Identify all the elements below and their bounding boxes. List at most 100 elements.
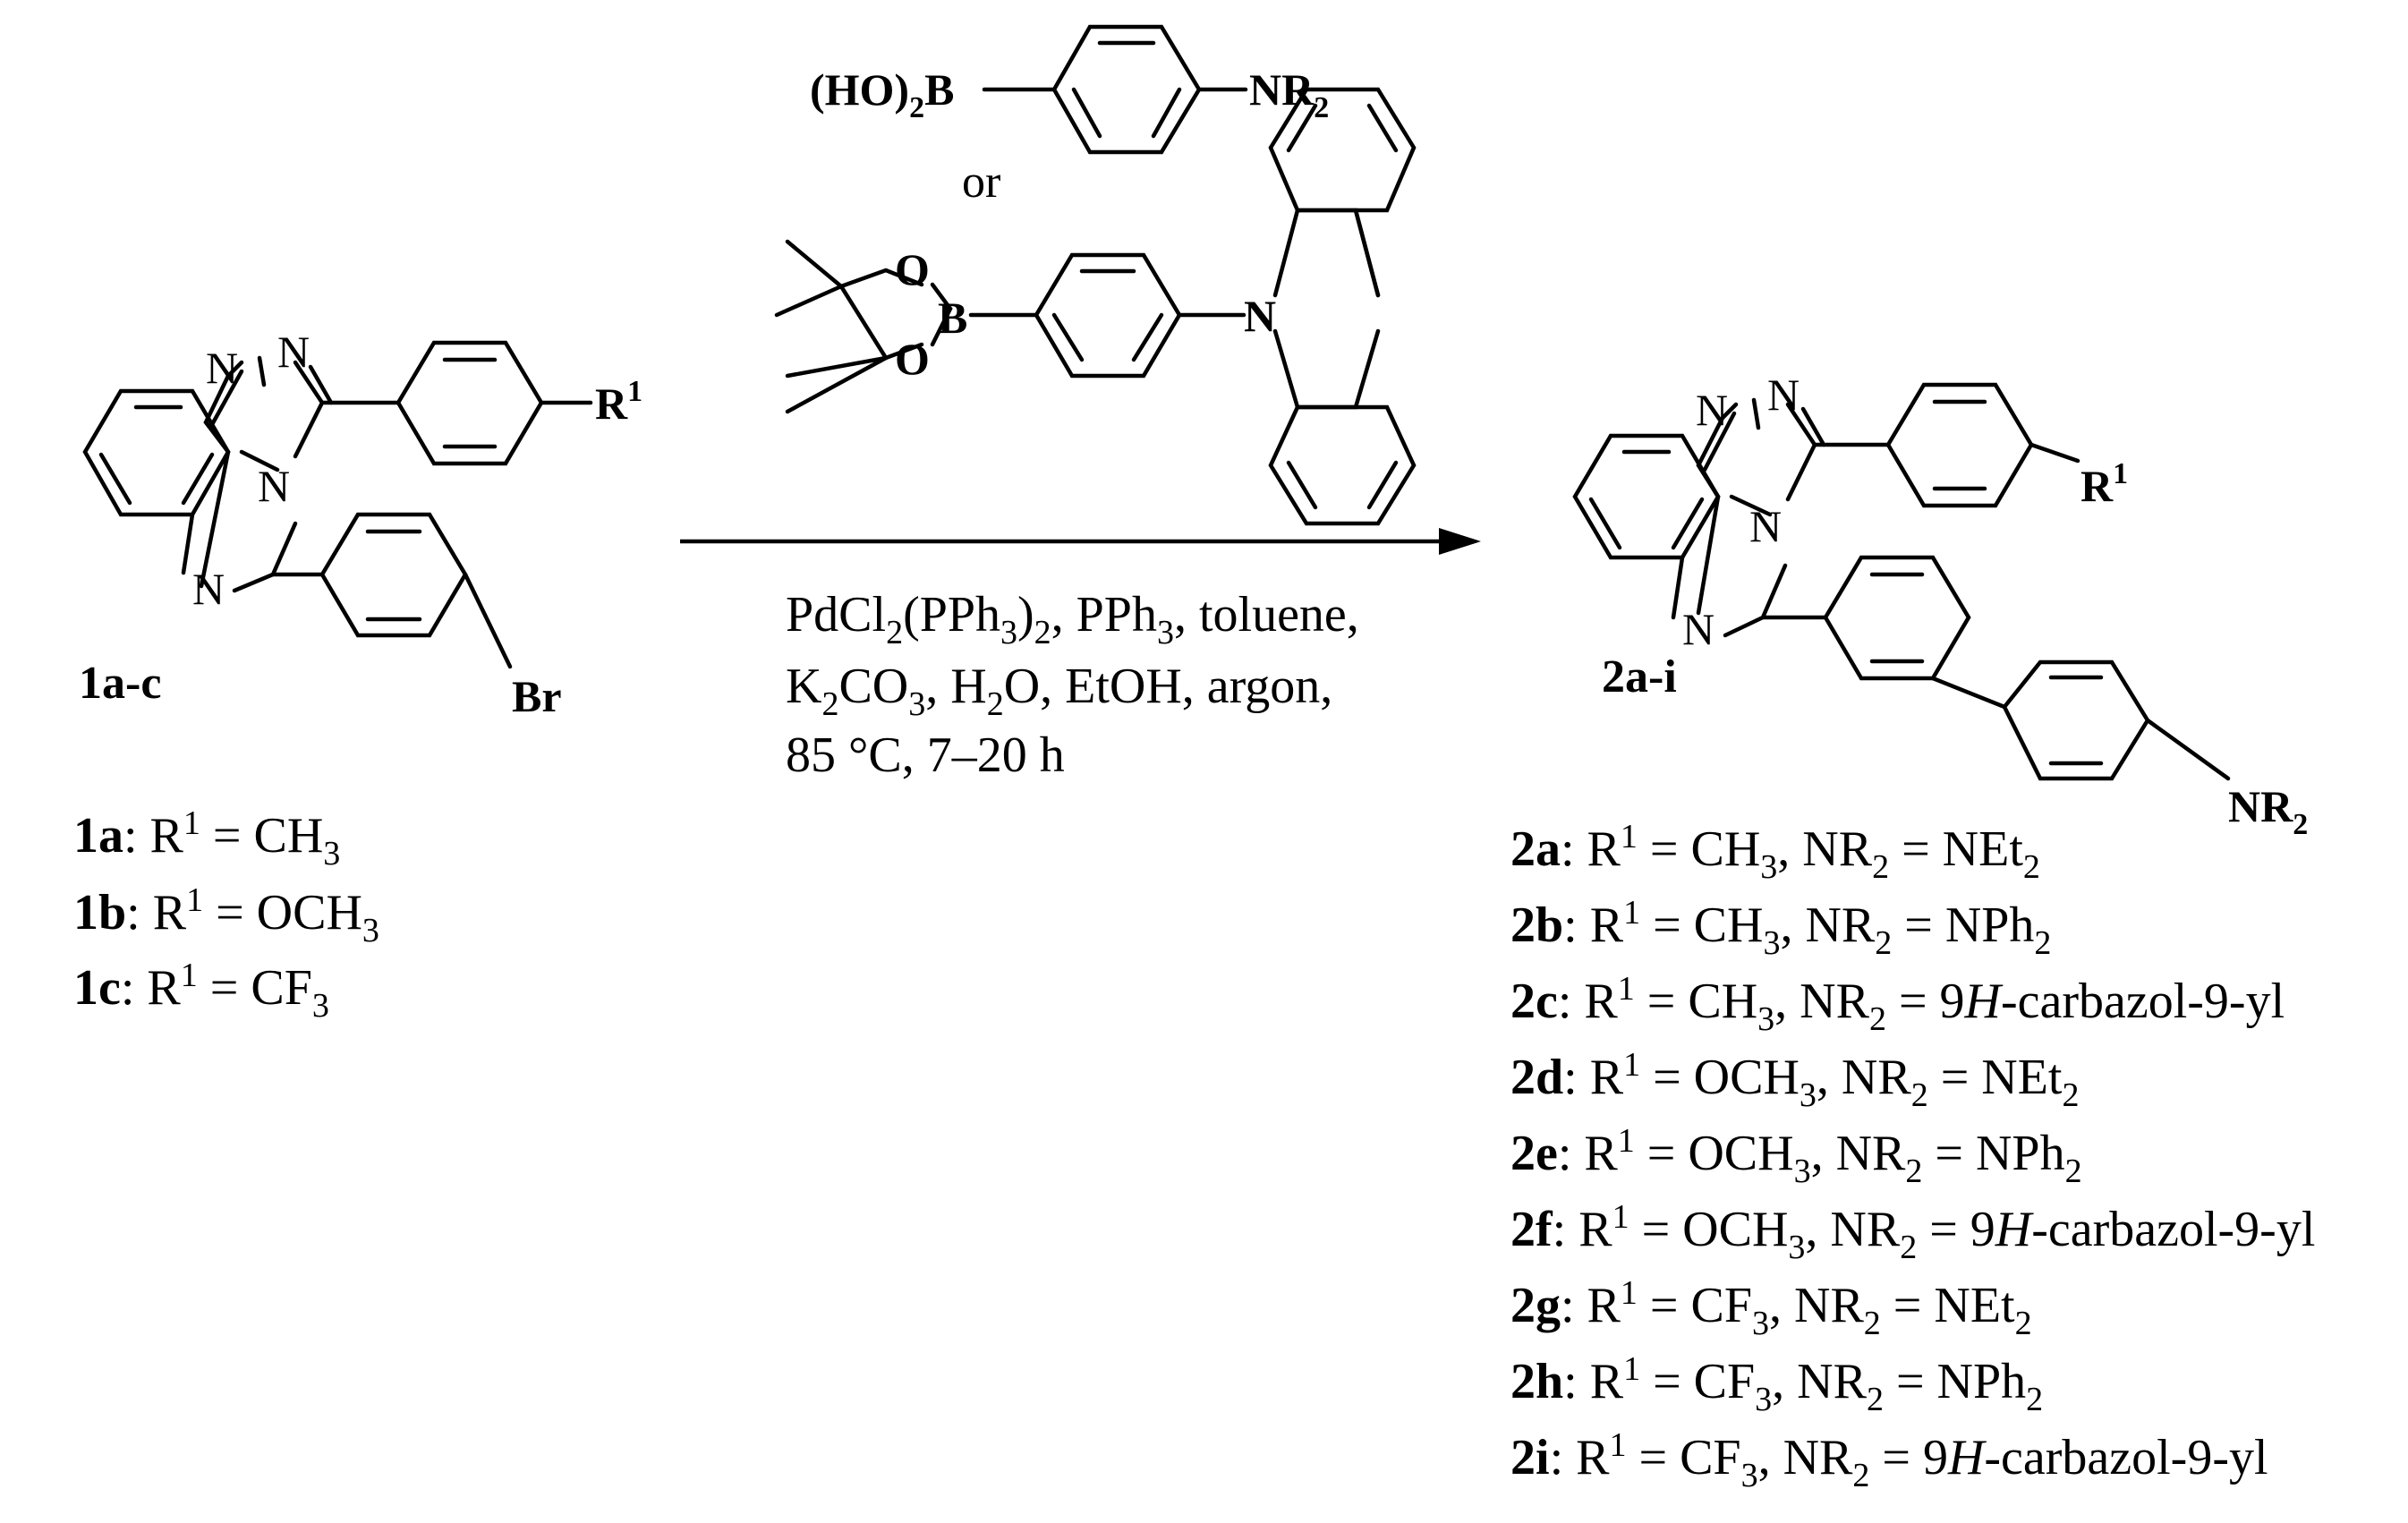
text-run: , NR <box>1774 974 1869 1029</box>
text-run: H <box>1964 974 2004 1029</box>
subscript: 2 <box>1875 924 1892 962</box>
text-run: PdCl <box>786 587 886 642</box>
subscript: 3 <box>1760 848 1777 886</box>
text-run: (PPh <box>903 587 1000 642</box>
text-run: -carbazol-9-yl <box>1984 1430 2268 1485</box>
text-run: : R <box>1563 1050 1624 1105</box>
superscript: 1 <box>1621 818 1638 855</box>
condition-line-1: PdCl2(PPh3)2, PPh3, toluene, <box>786 587 1359 651</box>
condition-line-2: K2CO3, H2O, EtOH, argon, <box>786 659 1332 723</box>
text-run: = CF <box>1638 1278 1752 1333</box>
compound-id: 2d <box>1510 1050 1563 1105</box>
subscript: 3 <box>362 912 379 949</box>
reaction-conditions: PdCl2(PPh3)2, PPh3, toluene, K2CO3, H2O,… <box>786 587 1359 783</box>
text-run: , NR <box>1817 1050 1911 1105</box>
text-run: = NEt <box>1881 1278 2015 1333</box>
subscript: 3 <box>312 987 329 1025</box>
text-run: , NR <box>1777 821 1872 877</box>
text-run: , NR <box>1811 1126 1906 1181</box>
product-entry-2i: 2i: R1 = CF3, NR2 = 9H-carbazol-9-yl <box>1510 1426 2268 1494</box>
text-run: : R <box>1553 1202 1613 1257</box>
subscript: 3 <box>1763 924 1780 962</box>
text-run: , toluene, <box>1174 587 1359 642</box>
subscript: 3 <box>1788 1229 1805 1266</box>
text-run: = NPh <box>1922 1126 2064 1181</box>
reactant-compound-label: 1a-c <box>79 658 161 709</box>
text-run: -carbazol-9-yl <box>2001 974 2285 1029</box>
superscript: 1 <box>183 804 200 842</box>
reactant-r1-label: R1 <box>595 375 642 429</box>
product-structure: N N N N R1 NR2 2a-i <box>1572 370 2308 841</box>
text-run: = CH <box>1640 898 1763 953</box>
superscript: 1 <box>1623 894 1640 932</box>
compound-id: 1a <box>73 808 123 864</box>
subscript: 2 <box>1867 1381 1884 1418</box>
subscript: 2 <box>2034 924 2051 962</box>
boronic-acid-ho-label: (HO)2B <box>810 64 954 124</box>
compound-id: 1c <box>73 960 121 1016</box>
text-run: = CF <box>198 960 312 1016</box>
superscript: 1 <box>1621 1274 1638 1312</box>
text-run: , NR <box>1772 1354 1867 1409</box>
product-compound-label: 2a-i <box>1602 651 1677 702</box>
pinacol-b-label: B <box>938 293 967 343</box>
text-run: = CH <box>200 808 323 864</box>
product-entry-2b: 2b: R1 = CH3, NR2 = NPh2 <box>1510 894 2051 962</box>
product-entry-2c: 2c: R1 = CH3, NR2 = 9H-carbazol-9-yl <box>1510 970 2285 1038</box>
compound-id: 1b <box>73 885 126 940</box>
text-run: = OCH <box>1629 1202 1789 1257</box>
text-run: : R <box>1558 1126 1619 1181</box>
text-run: H <box>1947 1430 1987 1485</box>
text-run: = NPh <box>1884 1354 2026 1409</box>
subscript: 2 <box>2023 848 2040 886</box>
product-entry-2d: 2d: R1 = OCH3, NR2 = NEt2 <box>1510 1046 2080 1114</box>
product-entry-2f: 2f: R1 = OCH3, NR2 = 9H-carbazol-9-yl <box>1510 1198 2315 1266</box>
subscript: 2 <box>821 685 838 723</box>
product-bonds <box>1572 382 2231 781</box>
superscript: 1 <box>1612 1198 1629 1236</box>
text-run: : R <box>1558 974 1619 1029</box>
subscript: 3 <box>1794 1153 1811 1190</box>
reactant-entry-1b: 1b: R1 = OCH3 <box>73 881 379 949</box>
pinacol-o1-label: O <box>895 244 930 294</box>
text-run: : R <box>126 885 187 940</box>
text-run: 85 °C, 7–20 h <box>786 727 1065 783</box>
subscript: 3 <box>1741 1457 1758 1494</box>
reactant-n-ring: N <box>192 564 225 614</box>
subscript: 2 <box>2015 1305 2032 1342</box>
text-run: = CF <box>1640 1354 1755 1409</box>
text-run: , PPh <box>1051 587 1157 642</box>
text-run: H <box>1995 1202 2034 1257</box>
text-run: = OCH <box>1640 1050 1800 1105</box>
subscript: 2 <box>987 685 1004 723</box>
compound-id: 2c <box>1510 974 1558 1029</box>
product-entry-2g: 2g: R1 = CF3, NR2 = NEt2 <box>1510 1274 2032 1342</box>
text-run: : R <box>1561 1278 1621 1333</box>
text-run: = 9 <box>1869 1430 1948 1485</box>
superscript: 1 <box>1618 1122 1635 1160</box>
subscript: 2 <box>1911 1076 1928 1114</box>
text-run: = OCH <box>203 885 362 940</box>
subscript: 2 <box>1869 1000 1886 1038</box>
reactant-n-triazole-2: N <box>277 327 310 377</box>
condition-line-3: 85 °C, 7–20 h <box>786 727 1065 783</box>
text-run: = NPh <box>1892 898 2034 953</box>
product-entry-2h: 2h: R1 = CF3, NR2 = NPh2 <box>1510 1350 2043 1418</box>
text-run: -carbazol-9-yl <box>2031 1202 2315 1257</box>
subscript: 3 <box>1157 614 1174 651</box>
subscript: 2 <box>2026 1381 2043 1418</box>
product-n-ring: N <box>1682 604 1715 654</box>
subscript: 2 <box>2065 1153 2082 1190</box>
compound-id: 2i <box>1510 1430 1550 1485</box>
superscript: 1 <box>181 957 198 994</box>
boronic-acid-reagent: (HO)2B NR2 <box>810 24 1329 155</box>
reactant-substituent-list: 1a: R1 = CH3 1b: R1 = OCH3 1c: R1 = CF3 <box>73 804 379 1025</box>
subscript: 2 <box>2063 1076 2080 1114</box>
subscript: 2 <box>1864 1305 1881 1342</box>
subscript: 2 <box>1034 614 1051 651</box>
subscript: 3 <box>1800 1076 1817 1114</box>
superscript: 1 <box>186 881 203 919</box>
text-run: = 9 <box>1917 1202 1995 1257</box>
text-run: , NR <box>1780 898 1875 953</box>
reaction-arrow <box>680 528 1481 555</box>
